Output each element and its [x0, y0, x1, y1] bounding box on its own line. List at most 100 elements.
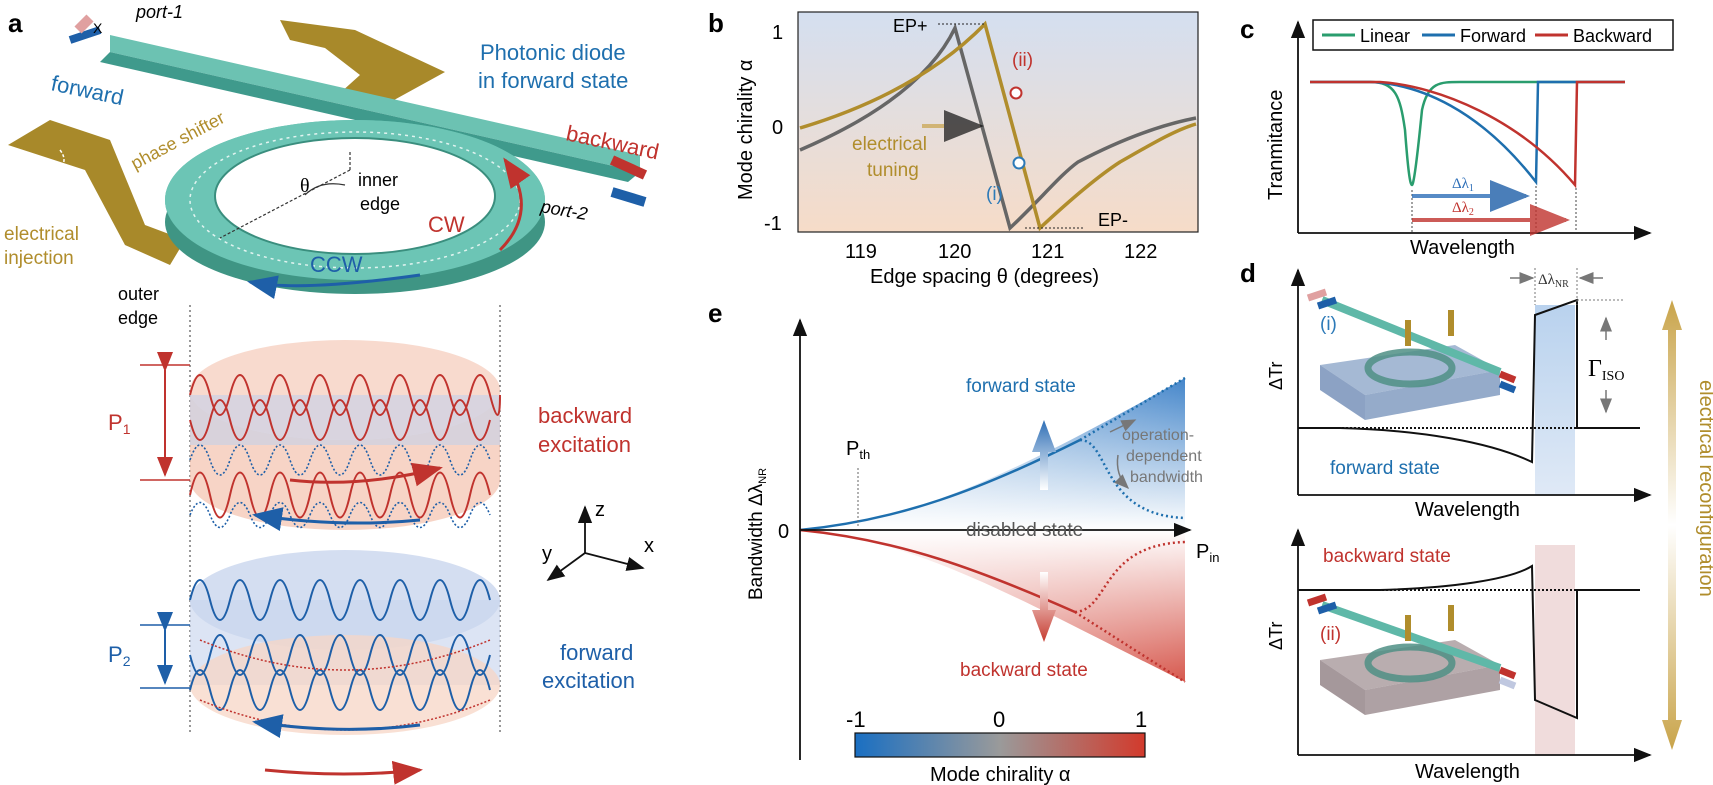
panel-b-plot-area: [797, 11, 1199, 233]
d-ylabel-top: ΔTr: [1266, 362, 1286, 390]
d-dl-nr-label: ΔλNR: [1538, 272, 1569, 290]
e-backward-state: backward state: [960, 660, 1088, 681]
forward-port-arrow: [68, 26, 102, 44]
ccw-label: CCW: [310, 252, 363, 277]
panel-e: forward state backward state disabled st…: [746, 318, 1219, 785]
cw-arrow: [498, 157, 531, 252]
c-ylabel: Tranmitance: [1265, 90, 1287, 200]
e-backward-curve: [799, 528, 1076, 614]
panel-label-c: c: [1240, 14, 1254, 44]
reconfig-arrow: [1662, 300, 1682, 750]
panel-label-a: a: [8, 8, 23, 38]
c-dl2-label: Δλ2: [1452, 200, 1474, 218]
theta-label: θ: [300, 175, 310, 197]
b-ytick-1: 1: [772, 22, 783, 44]
axis-z-label: z: [595, 499, 605, 521]
forward-exc-line1: forward: [560, 640, 633, 665]
electrical-line2: injection: [4, 248, 74, 269]
e-ylabel: Bandwidth ΔλNR: [746, 468, 769, 600]
e-opdep-line1: operation-: [1122, 427, 1194, 444]
x-mark: X: [93, 20, 103, 36]
panel-label-e: e: [708, 298, 722, 328]
bus-waveguide: [110, 35, 640, 172]
d-bottom-band: [1535, 545, 1575, 755]
panel-a: port-1 X forward Photonic diode in forwa…: [4, 2, 661, 785]
port1-label: port-1: [135, 2, 183, 22]
d-bottom-curve: [1298, 564, 1640, 720]
b-ytick-neg1: -1: [764, 213, 782, 235]
d-state-i: (i): [1320, 314, 1337, 335]
e-colorbar-label: Mode chirality α: [930, 764, 1071, 785]
backward-exc-line2: excitation: [538, 432, 631, 457]
tuning-line2: tuning: [867, 160, 919, 181]
e-colorbar: [854, 732, 1146, 758]
electrode-left: [8, 120, 185, 265]
d-xlabel-bottom: Wavelength: [1415, 761, 1520, 783]
point-i-marker: [1012, 156, 1026, 170]
d-ylabel-bottom: ΔTr: [1266, 622, 1286, 650]
inner-line2: edge: [360, 194, 400, 214]
e-opdep-line2: dependent: [1126, 448, 1202, 465]
tuning-line1: electrical: [852, 134, 927, 155]
d-device-i: [1306, 288, 1517, 420]
backward-port-arrow: [609, 155, 648, 180]
p1-label: P1: [108, 410, 131, 437]
b-xtick-122: 122: [1124, 241, 1157, 263]
title-line1: Photonic diode: [480, 40, 626, 65]
d-device-ii: [1306, 593, 1517, 715]
port2-label: port-2: [538, 196, 589, 224]
inner-line1: inner: [358, 170, 398, 190]
outer-line1: outer: [118, 284, 159, 304]
backward-exc-line1: backward: [538, 403, 632, 428]
b-xtick-120: 120: [938, 241, 971, 263]
outer-line2: edge: [118, 308, 158, 328]
d-top-curve: [1298, 298, 1640, 464]
d-state-ii: (ii): [1320, 624, 1341, 645]
ep-plus-label: EP+: [893, 16, 928, 36]
axis-x-label: x: [644, 535, 654, 557]
d-top-band: [1535, 305, 1575, 495]
backward-excitation-ring: [189, 340, 501, 531]
p2-label: P2: [108, 642, 131, 669]
c-xlabel: Wavelength: [1410, 237, 1515, 259]
panel-d: ΔλNR ΓISO (i) forward state Wavelength Δ…: [1266, 268, 1713, 783]
e-forward-state: forward state: [966, 376, 1076, 397]
title-line2: in forward state: [478, 68, 628, 93]
b-xtick-119: 119: [845, 241, 877, 263]
e-colorbar-mid: 0: [993, 707, 1005, 732]
c-legend-linear: Linear: [1360, 26, 1410, 46]
d-gamma-label: ΓISO: [1588, 356, 1624, 384]
e-disabled-state: disabled state: [966, 520, 1083, 541]
forward-excitation-ring: [189, 550, 500, 785]
c-backward-curve: [1310, 80, 1625, 189]
e-zero-label: 0: [778, 521, 789, 543]
c-legend-backward: Backward: [1573, 26, 1652, 46]
e-colorbar-min: -1: [846, 707, 866, 732]
point-i-label: (i): [986, 184, 1003, 205]
point-ii-label: (ii): [1012, 50, 1033, 71]
e-pth-label: Pth: [846, 438, 870, 462]
axis-triad: z x y: [542, 499, 654, 582]
reconfig-label: electrical reconfiguration: [1695, 380, 1713, 597]
e-pin-label: Pin: [1196, 541, 1219, 565]
axis-y-label: y: [542, 543, 552, 565]
d-forward-state: forward state: [1330, 458, 1440, 479]
d-backward-state: backward state: [1323, 546, 1451, 567]
point-ii-marker: [1009, 86, 1023, 100]
d-xlabel-top: Wavelength: [1415, 499, 1520, 521]
panel-b: EP+ EP- (ii) (i) electrical tuning 1 0 -…: [735, 11, 1199, 288]
forward-label: forward: [49, 70, 126, 110]
ccw-arrow: [247, 273, 421, 300]
panel-label-b: b: [708, 8, 724, 38]
electrical-line1: electrical: [4, 224, 79, 245]
panel-label-d: d: [1240, 258, 1256, 288]
b-xtick-121: 121: [1031, 241, 1064, 263]
e-opdep-line3: bandwidth: [1130, 469, 1203, 486]
panel-c: Linear Forward Backward Δλ1 Δλ2 Waveleng…: [1265, 19, 1674, 259]
electrode-top: [280, 20, 445, 105]
ep-minus-label: EP-: [1098, 210, 1128, 230]
e-down-arrow: [1032, 572, 1056, 642]
gold-chirality-curve: [799, 20, 1197, 232]
b-xlabel: Edge spacing θ (degrees): [870, 266, 1099, 288]
